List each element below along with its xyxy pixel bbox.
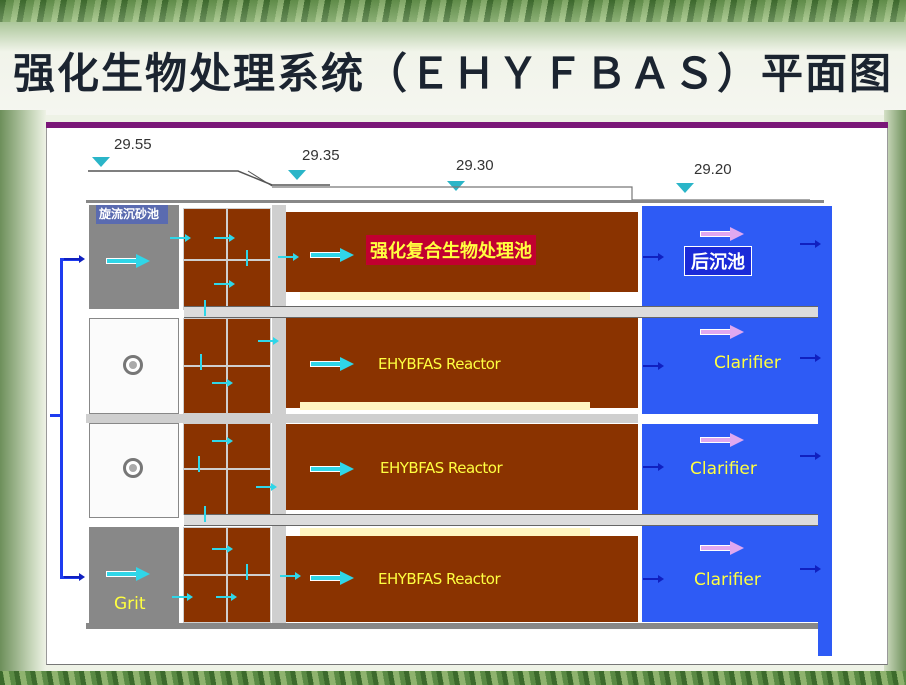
background-top	[0, 0, 906, 115]
grit-chamber-en-label: Grit	[114, 594, 146, 614]
clarifier-flow-arrow-icon	[700, 433, 744, 447]
structure-outline	[86, 200, 824, 203]
small-flow-arrow-icon	[172, 593, 193, 601]
small-flow-arrow-icon	[216, 593, 237, 601]
vertical-flow-arrow-icon	[204, 300, 206, 316]
background-bottom	[0, 671, 906, 685]
water-level-label: 29.35	[302, 147, 340, 164]
outlet-arrow-icon	[643, 253, 664, 261]
grit-chamber-cn-label: 旋流沉砂池	[96, 205, 168, 224]
walkway	[184, 306, 820, 318]
vertical-flow-arrow-icon	[246, 564, 248, 580]
flow-arrow-icon	[106, 254, 150, 268]
frame-accent-bar	[46, 122, 888, 128]
water-level-marker-icon	[92, 157, 110, 167]
small-flow-arrow-icon	[280, 572, 301, 580]
distribution-cell	[227, 469, 271, 515]
clarifier-en-label: Clarifier	[694, 570, 761, 590]
distribution-cell	[183, 423, 227, 469]
small-flow-arrow-icon	[212, 437, 233, 445]
outlet-arrow-icon	[800, 565, 821, 573]
distribution-cell	[183, 366, 227, 414]
flow-arrow-icon	[106, 567, 150, 581]
background-right	[884, 110, 906, 685]
reactor-en-label: EHYBFAS Reactor	[378, 570, 501, 588]
small-flow-arrow-icon	[258, 337, 279, 345]
outlet-arrow-icon	[800, 452, 821, 460]
small-flow-arrow-icon	[214, 234, 235, 242]
water-level-label: 29.30	[456, 157, 494, 174]
feed-pipe	[50, 414, 62, 417]
water-level-marker-icon	[447, 181, 465, 191]
outlet-arrow-icon	[800, 354, 821, 362]
outlet-arrow-icon	[643, 362, 664, 370]
small-flow-arrow-icon	[212, 545, 233, 553]
reactor-strip	[300, 528, 590, 536]
small-flow-arrow-icon	[256, 483, 277, 491]
clarifier-en-label: Clarifier	[714, 353, 781, 373]
reactor-strip	[300, 402, 590, 410]
vertical-flow-arrow-icon	[246, 250, 248, 266]
vertical-flow-arrow-icon	[200, 354, 202, 370]
distribution-cell	[227, 575, 271, 623]
small-flow-arrow-icon	[212, 379, 233, 387]
vertical-flow-arrow-icon	[204, 506, 206, 522]
water-level-label: 29.20	[694, 161, 732, 178]
reactor-cn-label: 强化复合生物处理池	[366, 235, 536, 265]
clarifier-flow-arrow-icon	[700, 227, 744, 241]
distribution-cell	[183, 318, 227, 366]
outlet-arrow-icon	[800, 240, 821, 248]
outlet-arrow-icon	[643, 463, 664, 471]
distribution-cell	[227, 423, 271, 469]
distribution-cell	[227, 208, 271, 260]
flow-arrow-icon	[310, 248, 354, 262]
water-level-marker-icon	[288, 170, 306, 180]
vertical-flow-arrow-icon	[198, 456, 200, 472]
small-flow-arrow-icon	[278, 253, 299, 261]
structure-outline	[86, 623, 824, 629]
clarifier-en-label: Clarifier	[690, 459, 757, 479]
clarifier-cn-label: 后沉池	[684, 246, 752, 276]
water-level-marker-icon	[676, 183, 694, 193]
flow-arrow-icon	[310, 462, 354, 476]
clarifier-flow-arrow-icon	[700, 325, 744, 339]
feed-pipe	[60, 258, 63, 578]
reactor-en-label: EHYBFAS Reactor	[378, 355, 501, 373]
effluent-channel	[818, 206, 832, 656]
pump-icon	[123, 355, 143, 375]
flow-arrow-icon	[310, 357, 354, 371]
small-flow-arrow-icon	[214, 280, 235, 288]
small-flow-arrow-icon	[170, 234, 191, 242]
page-title: 强化生物处理系统（ＥＨＹＦＢＡＳ）平面图	[12, 49, 893, 98]
distribution-cell	[227, 366, 271, 414]
flow-arrow-icon	[310, 571, 354, 585]
walkway	[184, 514, 820, 526]
reactor-en-label: EHYBFAS Reactor	[380, 459, 503, 477]
pump-icon	[123, 458, 143, 478]
feed-arrow-icon	[64, 255, 85, 263]
background-left	[0, 110, 46, 685]
walkway	[86, 414, 638, 423]
water-level-label: 29.55	[114, 136, 152, 153]
distribution-cell	[227, 318, 271, 366]
feed-arrow-icon	[64, 573, 85, 581]
reactor-strip	[300, 292, 590, 300]
outlet-arrow-icon	[643, 575, 664, 583]
distribution-cell	[227, 527, 271, 575]
distribution-cell	[183, 527, 227, 575]
clarifier-flow-arrow-icon	[700, 541, 744, 555]
